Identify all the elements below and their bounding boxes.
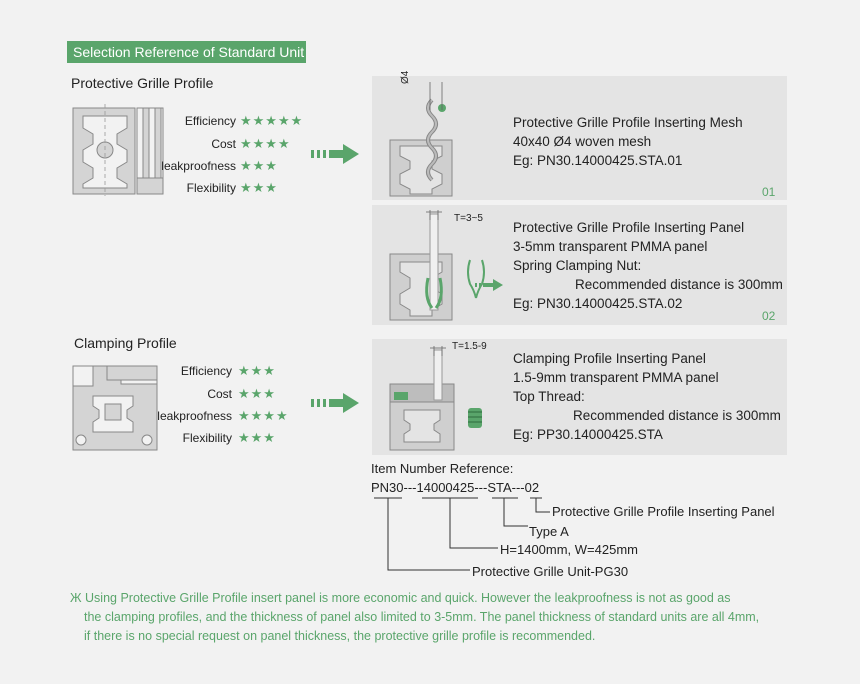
clamping-insert-drawing	[389, 346, 482, 451]
panel-insert-drawing	[389, 210, 485, 321]
rating-label: Flexibility	[186, 181, 236, 195]
panel-line: 40x40 Ø4 woven mesh	[513, 134, 652, 149]
rating-label: Efficiency	[180, 364, 232, 378]
section-header: Selection Reference of Standard Unit	[67, 41, 306, 63]
star-rating-icon: ★★★★	[240, 136, 291, 151]
panel-line: Protective Grille Profile Inserting Mesh	[513, 115, 743, 130]
clamping-profile-drawing	[72, 365, 158, 451]
item-ref-title: Item Number Reference:	[371, 461, 514, 476]
dimension-label: T=3~5	[454, 213, 483, 224]
item-ref-legend: Protective Grille Profile Inserting Pane…	[552, 504, 775, 519]
panel-line: Protective Grille Profile Inserting Pane…	[513, 220, 745, 235]
item-ref-leader-lines	[374, 497, 550, 571]
item-ref-code: PN30---14000425---STA---02	[371, 480, 540, 495]
panel-line: Eg: PN30.14000425.STA.02	[513, 296, 683, 311]
panel-line: Clamping Profile Inserting Panel	[513, 351, 706, 366]
footnote: Ж Using Protective Grille Profile insert…	[70, 589, 850, 646]
panel-line: Top Thread:	[513, 389, 585, 404]
rating-label: leakproofness	[157, 409, 232, 423]
footnote-line: Ж Using Protective Grille Profile insert…	[70, 591, 731, 605]
star-rating-icon: ★★★★★	[240, 113, 304, 128]
star-rating-icon: ★★★	[238, 430, 276, 445]
star-rating-icon: ★★★	[240, 158, 278, 173]
panel-line: 3-5mm transparent PMMA panel	[513, 239, 708, 254]
panel-mesh-text: Protective Grille Profile Inserting Mesh…	[513, 113, 743, 170]
dimension-label: T=1.5-9	[452, 341, 487, 352]
panel-number: 01	[762, 185, 776, 199]
grille-section-title: Protective Grille Profile	[71, 75, 214, 91]
rating-label: Efficiency	[184, 114, 236, 128]
arrow-right-icon	[311, 393, 359, 413]
panel-line: Eg: PP30.14000425.STA	[513, 427, 663, 442]
dimension-label: Ø4	[400, 70, 411, 84]
rating-label: Cost	[211, 137, 236, 151]
panel-line: Spring Clamping Nut:	[513, 258, 642, 273]
rating-label: leakproofness	[161, 159, 236, 173]
panel-line: Recommended distance is 300mm	[573, 408, 781, 423]
note-symbol: Ж	[70, 591, 82, 605]
mesh-insert-drawing	[389, 82, 453, 197]
item-ref-legend: H=1400mm, W=425mm	[500, 542, 638, 557]
panel-line: Recommended distance is 300mm	[575, 277, 783, 292]
star-rating-icon: ★★★★	[238, 408, 289, 423]
grille-profile-drawing	[72, 104, 164, 196]
item-ref-legend: Type A	[529, 524, 569, 539]
star-rating-icon: ★★★	[240, 180, 278, 195]
clamping-section-title: Clamping Profile	[74, 335, 177, 351]
arrow-right-icon	[475, 279, 503, 291]
panel-spring-text: Protective Grille Profile Inserting Pane…	[513, 218, 783, 313]
rating-label: Cost	[207, 387, 232, 401]
panel-line: 1.5-9mm transparent PMMA panel	[513, 370, 719, 385]
item-ref-legend: Protective Grille Unit-PG30	[472, 564, 629, 579]
rating-label: Flexibility	[182, 431, 232, 445]
footnote-line: if there is no special request on panel …	[84, 629, 596, 643]
footnote-line: the clamping profiles, and the thickness…	[84, 610, 760, 624]
star-rating-icon: ★★★	[238, 386, 276, 401]
star-rating-icon: ★★★	[238, 363, 276, 378]
panel-line: Eg: PN30.14000425.STA.01	[513, 153, 683, 168]
arrow-right-icon	[311, 144, 359, 164]
panel-number: 02	[762, 309, 776, 323]
panel-clamping-text: Clamping Profile Inserting Panel 1.5-9mm…	[513, 349, 781, 444]
